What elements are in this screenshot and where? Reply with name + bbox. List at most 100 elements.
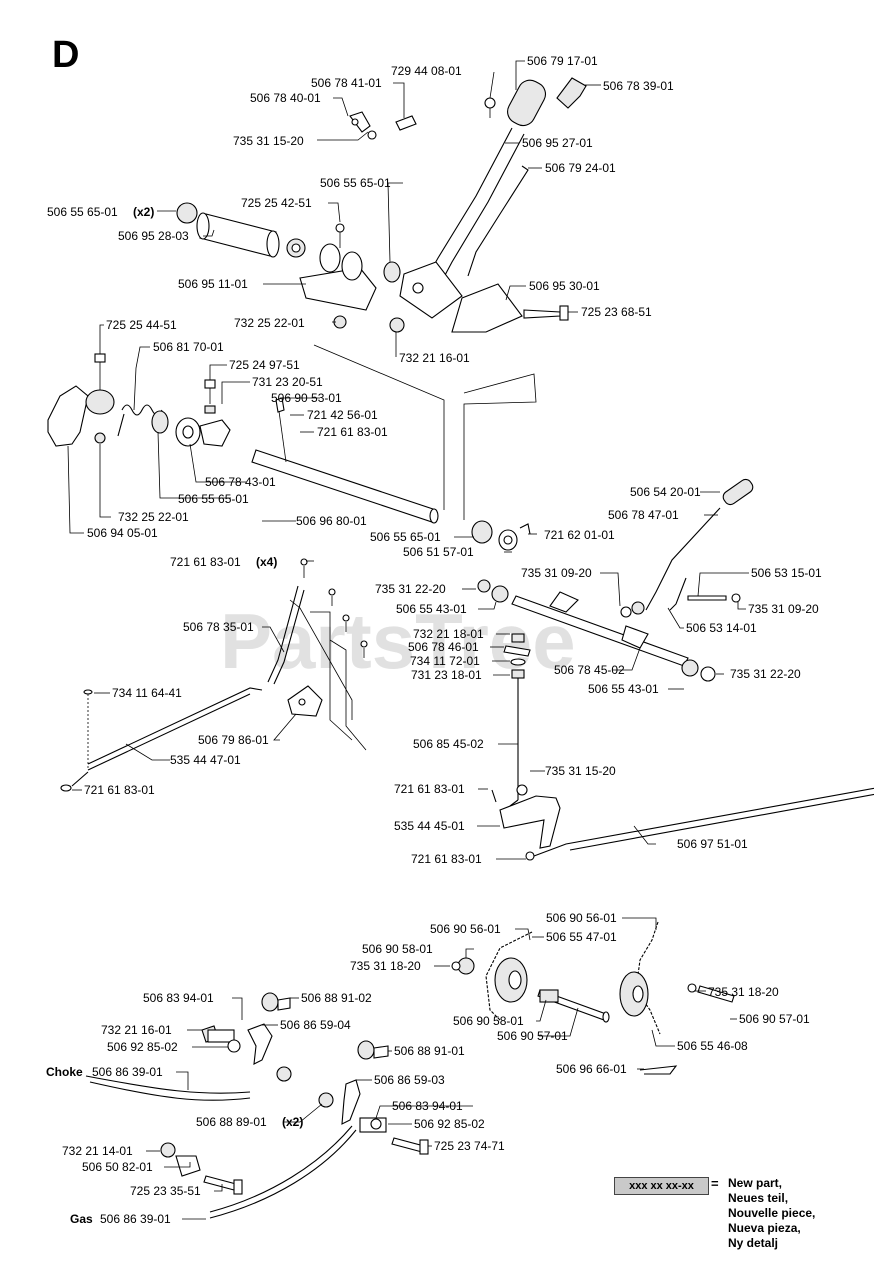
part-label: 721 61 83-01 [411, 852, 482, 866]
part-label: 506 97 51-01 [677, 837, 748, 851]
mount-bracket [299, 223, 401, 329]
part-qty: (x2) [133, 205, 154, 219]
part-label: 506 83 94-01 [143, 991, 214, 1005]
part-label: 506 92 85-02 [107, 1040, 178, 1054]
part-label: 506 78 35-01 [183, 620, 254, 634]
part-label: 506 95 11-01 [178, 277, 248, 291]
part-qty: (x2) [282, 1115, 303, 1129]
part-label: 506 90 53-01 [271, 391, 342, 405]
part-label: 506 88 91-01 [394, 1044, 465, 1058]
part-label: 506 95 27-01 [522, 136, 593, 150]
part-label: 725 23 68-51 [581, 305, 652, 319]
part-label: 506 86 59-04 [280, 1018, 351, 1032]
part-label: 506 90 57-01 [739, 1012, 810, 1026]
part-label: 506 81 70-01 [153, 340, 224, 354]
legend-equals: = [711, 1176, 719, 1191]
part-label: 721 61 83-01 [84, 783, 155, 797]
sheet-letter: D [52, 34, 80, 76]
linkage-assembly [471, 478, 874, 861]
part-label: 721 61 83-01 [170, 555, 241, 569]
part-label: 506 86 39-01 [100, 1212, 171, 1226]
part-label: 506 86 39-01 [92, 1065, 163, 1079]
part-label: 506 78 39-01 [603, 79, 674, 93]
part-label: 506 88 91-02 [301, 991, 372, 1005]
gas-label: Gas [70, 1212, 93, 1226]
part-label: 735 31 09-20 [521, 566, 592, 580]
part-label: 506 83 94-01 [392, 1099, 463, 1113]
lower-linkage [60, 558, 368, 792]
part-label: 506 53 15-01 [751, 566, 822, 580]
part-label: 506 95 28-03 [118, 229, 189, 243]
part-label: 732 25 22-01 [118, 510, 189, 524]
part-label: 731 23 20-51 [252, 375, 323, 389]
part-label: 506 78 47-01 [608, 508, 679, 522]
part-label: 732 21 14-01 [62, 1144, 133, 1158]
part-label: 506 51 57-01 [403, 545, 474, 559]
throttle-controls [85, 992, 429, 1219]
part-label: 506 78 40-01 [250, 91, 321, 105]
part-label: 506 79 24-01 [545, 161, 616, 175]
part-label: 506 53 14-01 [686, 621, 757, 635]
part-label: 506 85 45-02 [413, 737, 484, 751]
part-label: 735 31 18-20 [350, 959, 421, 973]
legend-line: Nueva pieza, [728, 1221, 801, 1235]
top-clips [349, 111, 417, 140]
part-label: 721 61 83-01 [317, 425, 388, 439]
legend-line: Neues teil, [728, 1191, 789, 1205]
legend-text: New part, Neues teil, Nouvelle piece, Nu… [728, 1176, 815, 1251]
part-label: 735 31 18-20 [708, 985, 779, 999]
part-label: 506 90 57-01 [497, 1029, 568, 1043]
part-label: 506 55 65-01 [370, 530, 441, 544]
part-label: 506 92 85-02 [414, 1117, 485, 1131]
part-label: 506 78 45-02 [554, 663, 625, 677]
legend-line: Nouvelle piece, [728, 1206, 816, 1220]
part-label: 506 96 66-01 [556, 1062, 627, 1076]
part-label: 506 55 65-01 [178, 492, 249, 506]
part-label: 732 21 18-01 [413, 627, 484, 641]
part-label: 506 55 43-01 [588, 682, 659, 696]
part-label: 734 11 72-01 [410, 654, 480, 668]
part-labels: 506 79 17-01 729 44 08-01 506 78 39-01 5… [46, 54, 822, 1226]
part-label: 721 62 01-01 [544, 528, 615, 542]
part-label: 725 23 35-51 [130, 1184, 201, 1198]
part-label: 735 31 09-20 [748, 602, 819, 616]
part-label: 734 11 64-41 [112, 686, 182, 700]
part-label: 725 25 42-51 [241, 196, 312, 210]
part-label: 732 21 16-01 [399, 351, 470, 365]
choke-label: Choke [46, 1065, 83, 1079]
part-label: 721 61 83-01 [394, 782, 465, 796]
part-label: 535 44 45-01 [394, 819, 465, 833]
part-label: 729 44 08-01 [391, 64, 462, 78]
part-label: 735 31 22-20 [375, 582, 446, 596]
part-label: 506 90 56-01 [546, 911, 617, 925]
part-label: 735 31 22-20 [730, 667, 801, 681]
part-label: 506 78 46-01 [408, 640, 479, 654]
part-label: 506 90 58-01 [362, 942, 433, 956]
part-qty: (x4) [256, 555, 277, 569]
part-label: 506 54 20-01 [630, 485, 701, 499]
part-label: 506 79 86-01 [198, 733, 269, 747]
part-label: 506 55 46-08 [677, 1039, 748, 1053]
part-label: 732 21 16-01 [101, 1023, 172, 1037]
handle-assembly [389, 77, 587, 333]
leader-lines [67, 60, 749, 1220]
part-label: 506 50 82-01 [82, 1160, 153, 1174]
part-label: 506 90 58-01 [453, 1014, 524, 1028]
part-label: 535 44 47-01 [170, 753, 241, 767]
legend-line: New part, [728, 1176, 783, 1190]
part-label: 732 25 22-01 [234, 316, 305, 330]
part-label: 725 25 44-51 [106, 318, 177, 332]
part-label: 506 94 05-01 [87, 526, 158, 540]
part-label: 506 55 65-01 [47, 205, 118, 219]
part-label: 506 78 43-01 [205, 475, 276, 489]
part-label: 506 86 59-03 [374, 1073, 445, 1087]
tube-assembly [176, 202, 306, 258]
part-label: 506 88 89-01 [196, 1115, 267, 1129]
part-label: 506 95 30-01 [529, 279, 600, 293]
pulley-assembly [451, 921, 735, 1075]
part-label: 506 55 43-01 [396, 602, 467, 616]
part-label: 506 78 41-01 [311, 76, 382, 90]
part-label: 721 42 56-01 [307, 408, 378, 422]
